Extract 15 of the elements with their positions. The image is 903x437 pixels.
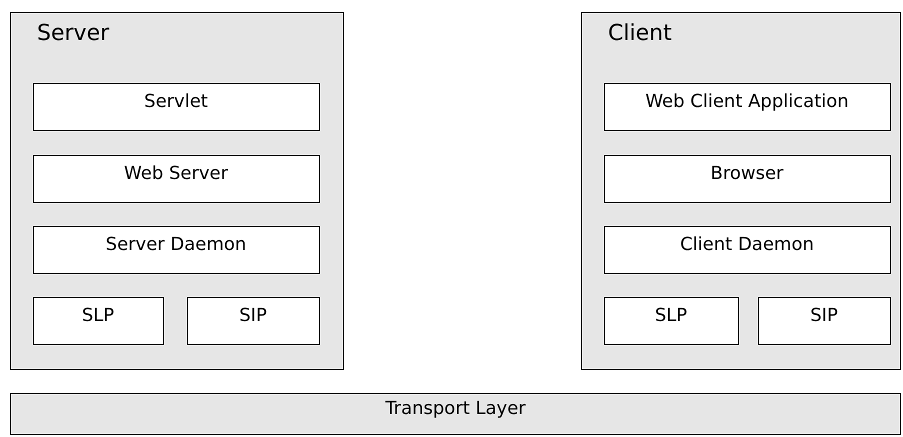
component-box: Client Daemon [604,226,890,274]
component-box: Web Client Application [604,82,890,130]
component-box: SIP [186,296,320,344]
component-box: Server Daemon [32,226,320,274]
component-box: Web Server [32,154,320,202]
group-panel [581,12,901,370]
group-panel [10,12,344,370]
layer-band: Transport Layer [10,393,901,435]
component-box: Browser [604,154,890,202]
component-box: Servlet [32,82,320,130]
component-box: SLP [604,296,738,344]
component-box: SIP [758,296,890,344]
panel-title: Server [37,21,110,46]
panel-title: Client [608,21,672,46]
component-box: SLP [32,296,164,344]
